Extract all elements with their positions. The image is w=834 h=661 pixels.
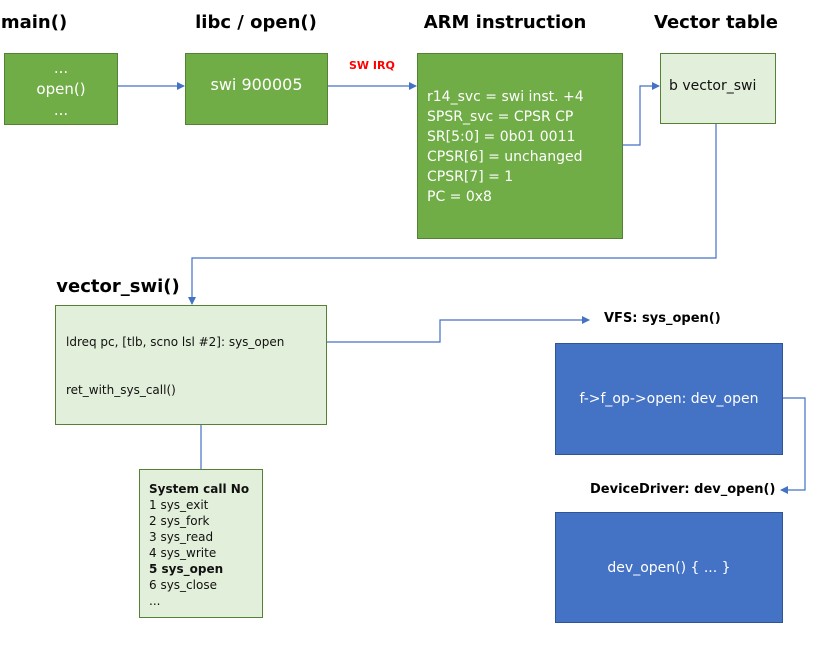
arrow-vfs-to-driver bbox=[780, 397, 806, 494]
vfs-title: VFS: sys_open() bbox=[604, 311, 721, 326]
syscall-item: 3 sys_read bbox=[149, 530, 214, 544]
device-driver-box: dev_open() { ... } bbox=[555, 512, 783, 623]
syscall-item: 6 sys_close bbox=[149, 578, 217, 592]
vfs-text: f->f_op->open: dev_open bbox=[579, 391, 759, 407]
syscall-item: 2 sys_fork bbox=[149, 514, 210, 528]
arm-title: ARM instruction bbox=[423, 12, 587, 33]
main-title: main() bbox=[0, 12, 68, 33]
syscall-table-box: System call No 1 sys_exit 2 sys_fork 3 s… bbox=[139, 469, 263, 618]
main-box: ... open() ... bbox=[4, 53, 118, 125]
arm-line: SPSR_svc = CPSR CP bbox=[427, 109, 574, 125]
vector-swi-title: vector_swi() bbox=[56, 276, 180, 297]
arm-line: PC = 0x8 bbox=[427, 189, 492, 205]
vector-table-title: Vector table bbox=[654, 12, 778, 33]
device-driver-title: DeviceDriver: dev_open() bbox=[590, 482, 776, 497]
main-line: ... bbox=[53, 100, 69, 119]
main-line: ... bbox=[53, 58, 69, 77]
arrow-arm-to-vector bbox=[623, 82, 660, 146]
ldreq-line: ldreq pc, [tlb, scno lsl #2]: sys_open bbox=[66, 335, 285, 349]
vector-table-box: b vector_swi bbox=[660, 53, 776, 124]
syscall-header: System call No bbox=[149, 482, 250, 496]
sw-irq-label: SW IRQ bbox=[349, 59, 395, 72]
vector-swi-box: ldreq pc, [tlb, scno lsl #2]: sys_open r… bbox=[55, 305, 327, 425]
ret-line: ret_with_sys_call() bbox=[66, 383, 176, 397]
arrow-vector-to-vector-swi bbox=[188, 124, 717, 305]
vector-text: b vector_swi bbox=[669, 78, 757, 94]
arrow-ldreq-to-vfs bbox=[294, 316, 590, 343]
syscall-item: 4 sys_write bbox=[149, 546, 217, 560]
libc-title: libc / open() bbox=[195, 12, 317, 33]
dev-text: dev_open() { ... } bbox=[607, 559, 731, 576]
arm-box: r14_svc = swi inst. +4 SPSR_svc = CPSR C… bbox=[417, 53, 623, 239]
arm-line: SR[5:0] = 0b01 0011 bbox=[427, 129, 576, 145]
arm-line: r14_svc = swi inst. +4 bbox=[427, 89, 584, 105]
syscall-item: 1 sys_exit bbox=[149, 498, 209, 512]
main-line: open() bbox=[36, 79, 86, 98]
arm-line: CPSR[6] = unchanged bbox=[427, 149, 583, 165]
vfs-box: f->f_op->open: dev_open bbox=[555, 343, 783, 455]
syscall-item: ... bbox=[149, 594, 161, 608]
libc-text: swi 900005 bbox=[210, 74, 303, 94]
arm-line: CPSR[7] = 1 bbox=[427, 169, 514, 185]
syscall-item-highlighted: 5 sys_open bbox=[149, 562, 224, 576]
libc-box: swi 900005 bbox=[185, 53, 328, 125]
